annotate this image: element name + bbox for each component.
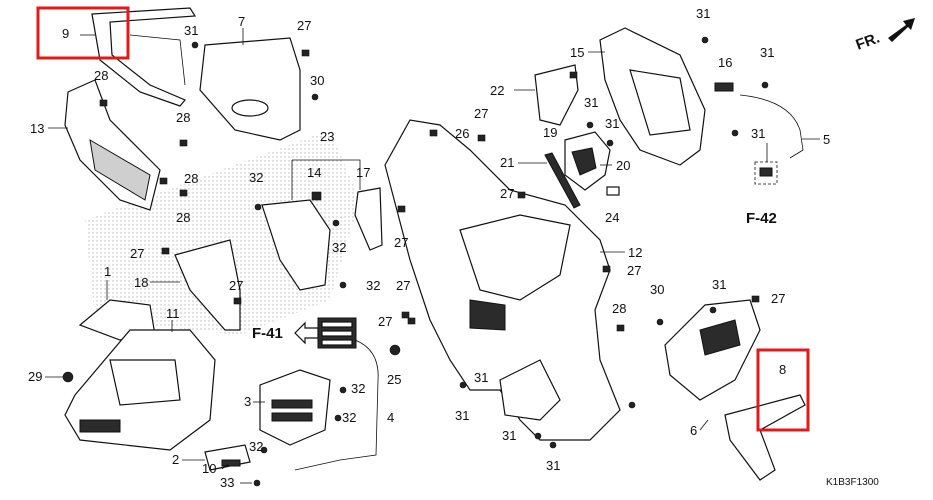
callouts: 9 31 7 27 30 28 13 28 28 28 23 14 17 32 …	[28, 6, 830, 490]
callout-9: 9	[62, 26, 69, 41]
callout-14: 14	[307, 165, 321, 180]
callout-33: 33	[220, 475, 234, 490]
callout-27: 27	[394, 235, 408, 250]
drawing-code: K1B3F1300	[826, 477, 879, 488]
callout-28: 28	[176, 210, 190, 225]
part-2-bracket	[204, 444, 251, 471]
connector-block	[317, 317, 357, 349]
callout-32: 32	[332, 240, 346, 255]
callout-32: 32	[249, 170, 263, 185]
callout-27: 27	[229, 278, 243, 293]
callout-31: 31	[546, 458, 560, 473]
callout-32: 32	[366, 278, 380, 293]
callout-30: 30	[650, 282, 664, 297]
callout-32: 32	[351, 381, 365, 396]
ref-f42: F-42	[746, 210, 777, 227]
callout-27: 27	[627, 263, 641, 278]
part-7-inner-panel	[199, 37, 301, 141]
callout-15: 15	[570, 45, 584, 60]
callout-8: 8	[779, 362, 786, 377]
callout-30: 30	[310, 73, 324, 88]
callout-31: 31	[455, 408, 469, 423]
part-3-box	[259, 369, 331, 446]
part-8-trim	[724, 394, 806, 481]
callout-7: 7	[238, 14, 245, 29]
callout-19: 19	[543, 125, 557, 140]
callout-10: 10	[202, 461, 216, 476]
cable-5	[739, 94, 804, 159]
front-arrow-icon	[888, 18, 915, 42]
callout-13: 13	[30, 121, 44, 136]
direction-label: FR.	[854, 30, 883, 54]
ref-f41: F-41	[252, 325, 283, 342]
callout-27: 27	[130, 246, 144, 261]
callout-31: 31	[605, 116, 619, 131]
f41-arrow-icon	[294, 321, 319, 345]
callout-27: 27	[474, 106, 488, 121]
callout-28: 28	[94, 68, 108, 83]
callout-27: 27	[297, 18, 311, 33]
callout-31: 31	[760, 45, 774, 60]
callout-26: 26	[455, 126, 469, 141]
part-6-side-panel	[664, 299, 761, 401]
callout-5: 5	[823, 132, 830, 147]
f42-connector-body	[759, 167, 773, 177]
callout-27: 27	[771, 291, 785, 306]
callout-16: 16	[718, 55, 732, 70]
callout-32: 32	[342, 410, 356, 425]
callout-31: 31	[712, 277, 726, 292]
callout-20: 20	[616, 158, 630, 173]
callout-29: 29	[28, 369, 42, 384]
callout-28: 28	[612, 301, 626, 316]
callout-27: 27	[500, 186, 514, 201]
callout-12: 12	[628, 245, 642, 260]
cable-4	[294, 339, 379, 471]
callout-31: 31	[502, 428, 516, 443]
part-20-switch-cover	[564, 131, 611, 191]
callout-23: 23	[320, 129, 334, 144]
callout-31: 31	[751, 126, 765, 141]
dotted-background	[85, 130, 360, 335]
callout-31: 31	[696, 6, 710, 21]
callout-18: 18	[134, 275, 148, 290]
callout-25: 25	[387, 372, 401, 387]
part-22-bracket	[534, 64, 579, 126]
callout-1: 1	[104, 264, 111, 279]
part-15-upper-panel	[599, 27, 706, 166]
callout-27: 27	[378, 314, 392, 329]
highlight-box-part-9	[36, 6, 130, 60]
callout-24: 24	[605, 210, 619, 225]
callout-28: 28	[176, 110, 190, 125]
callout-17: 17	[356, 165, 370, 180]
callout-31: 31	[474, 370, 488, 385]
f42-connector	[754, 161, 778, 185]
callout-28: 28	[184, 171, 198, 186]
leader-lines	[45, 28, 820, 484]
callout-21: 21	[500, 155, 514, 170]
part-14-bracket	[261, 199, 331, 291]
callout-22: 22	[490, 83, 504, 98]
part-24-clip	[606, 186, 620, 196]
callout-6: 6	[690, 423, 697, 438]
callout-31: 31	[184, 23, 198, 38]
part-16-clip	[714, 82, 734, 92]
callout-31: 31	[584, 95, 598, 110]
part-21-strip	[544, 152, 581, 209]
part-13-side-cowl	[64, 79, 161, 211]
fasteners	[62, 36, 769, 487]
callout-2: 2	[172, 452, 179, 467]
callout-27: 27	[396, 278, 410, 293]
part-11-tray	[64, 329, 216, 451]
part-12-inner-cover	[384, 119, 621, 441]
part-18-strip	[174, 239, 241, 331]
callout-4: 4	[387, 410, 394, 425]
callout-11: 11	[166, 306, 180, 321]
highlight-box-part-8	[756, 348, 810, 432]
callout-32: 32	[249, 439, 263, 454]
part-17-seal	[354, 187, 383, 251]
callout-3: 3	[244, 394, 251, 409]
